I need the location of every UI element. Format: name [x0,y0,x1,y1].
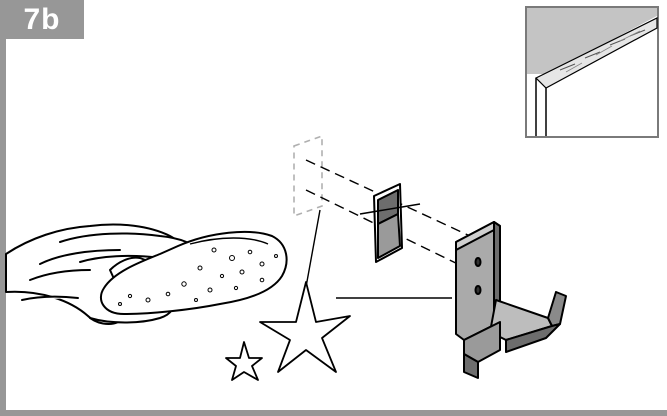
step-number-badge: 7b [0,0,84,39]
sponge-icon [99,230,288,316]
alignment-dashed-lines [305,159,471,271]
ghost-target-outline [293,134,323,218]
wall-hook-bracket-icon [455,221,567,379]
adhesive-pad-icon [359,183,421,263]
wall-surface-detail-icon [525,6,659,138]
clean-sparkle-icon [225,281,351,381]
